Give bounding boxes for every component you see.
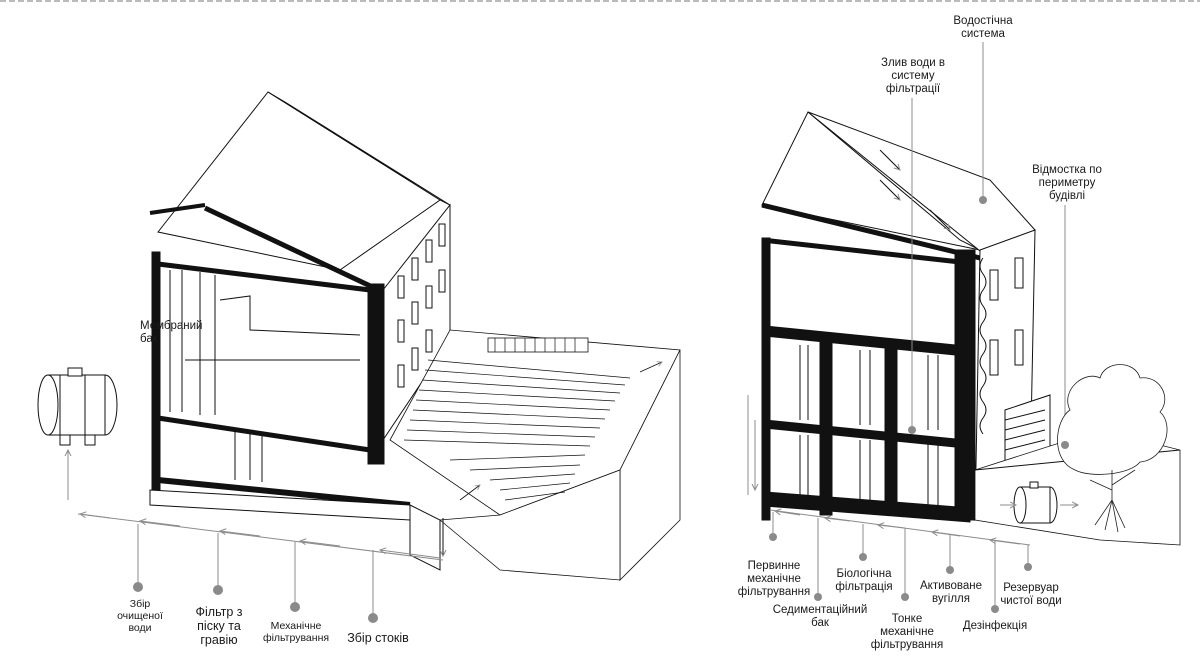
label-mechanical-filtration: Механічне фільтрування (262, 620, 330, 644)
label-sedimentation-tank: Седиментаційний бак (772, 604, 868, 629)
dot-carbon (946, 566, 954, 574)
amphitheater-steps (389, 329, 681, 581)
dot-blind-area (1061, 441, 1069, 449)
label-blind-area: Відмостка по периметру будівлі (1032, 164, 1102, 202)
label-bio-filtration: Біологічна фільтрація (835, 568, 893, 593)
dot-disinfection (991, 605, 999, 613)
dot-collected-clean (133, 582, 143, 592)
dot-fine-mech (901, 593, 909, 601)
dot-bio (859, 553, 867, 561)
label-collected-clean-water: Збір очищеної води (117, 598, 163, 634)
dot-primary-mech (769, 533, 777, 541)
dot-runoff (368, 613, 378, 623)
label-gutter-system: Водостічна система (953, 15, 1013, 40)
tree-icon (1057, 364, 1168, 533)
label-drain-to-filtration: Злив води в систему фільтрації (881, 57, 945, 95)
downpipe-icon (979, 257, 987, 435)
label-primary-mechanical: Первинне механічне фільтрування (737, 560, 811, 598)
right-building (761, 111, 1181, 546)
reservoir-tank-icon (1000, 481, 1078, 524)
dot-sand-gravel (213, 585, 223, 595)
left-pipe-system (68, 450, 443, 616)
clean-water-tank-icon (37, 367, 118, 446)
dot-sediment (814, 593, 822, 601)
dot-mechanical (290, 602, 300, 612)
label-runoff-collection: Збір стоків (347, 631, 409, 645)
label-membrane-tank: Мембраний бак (140, 320, 203, 345)
left-building (149, 91, 451, 571)
label-sand-gravel-filter: Фільтр з піску та гравію (195, 605, 243, 647)
left-label-dots (133, 582, 378, 623)
right-label-dots (769, 196, 1069, 613)
label-activated-carbon: Активоване вугілля (919, 580, 983, 605)
right-leader-lines (747, 42, 1066, 607)
dot-gutter (979, 196, 987, 204)
label-clean-water-reservoir: Резервуар чистої води (1000, 582, 1062, 607)
label-disinfection: Дезінфекція (962, 620, 1028, 632)
dot-drain (908, 426, 916, 434)
dot-reservoir (1024, 563, 1032, 571)
label-fine-mechanical: Тонке механічне фільтрування (870, 613, 944, 651)
